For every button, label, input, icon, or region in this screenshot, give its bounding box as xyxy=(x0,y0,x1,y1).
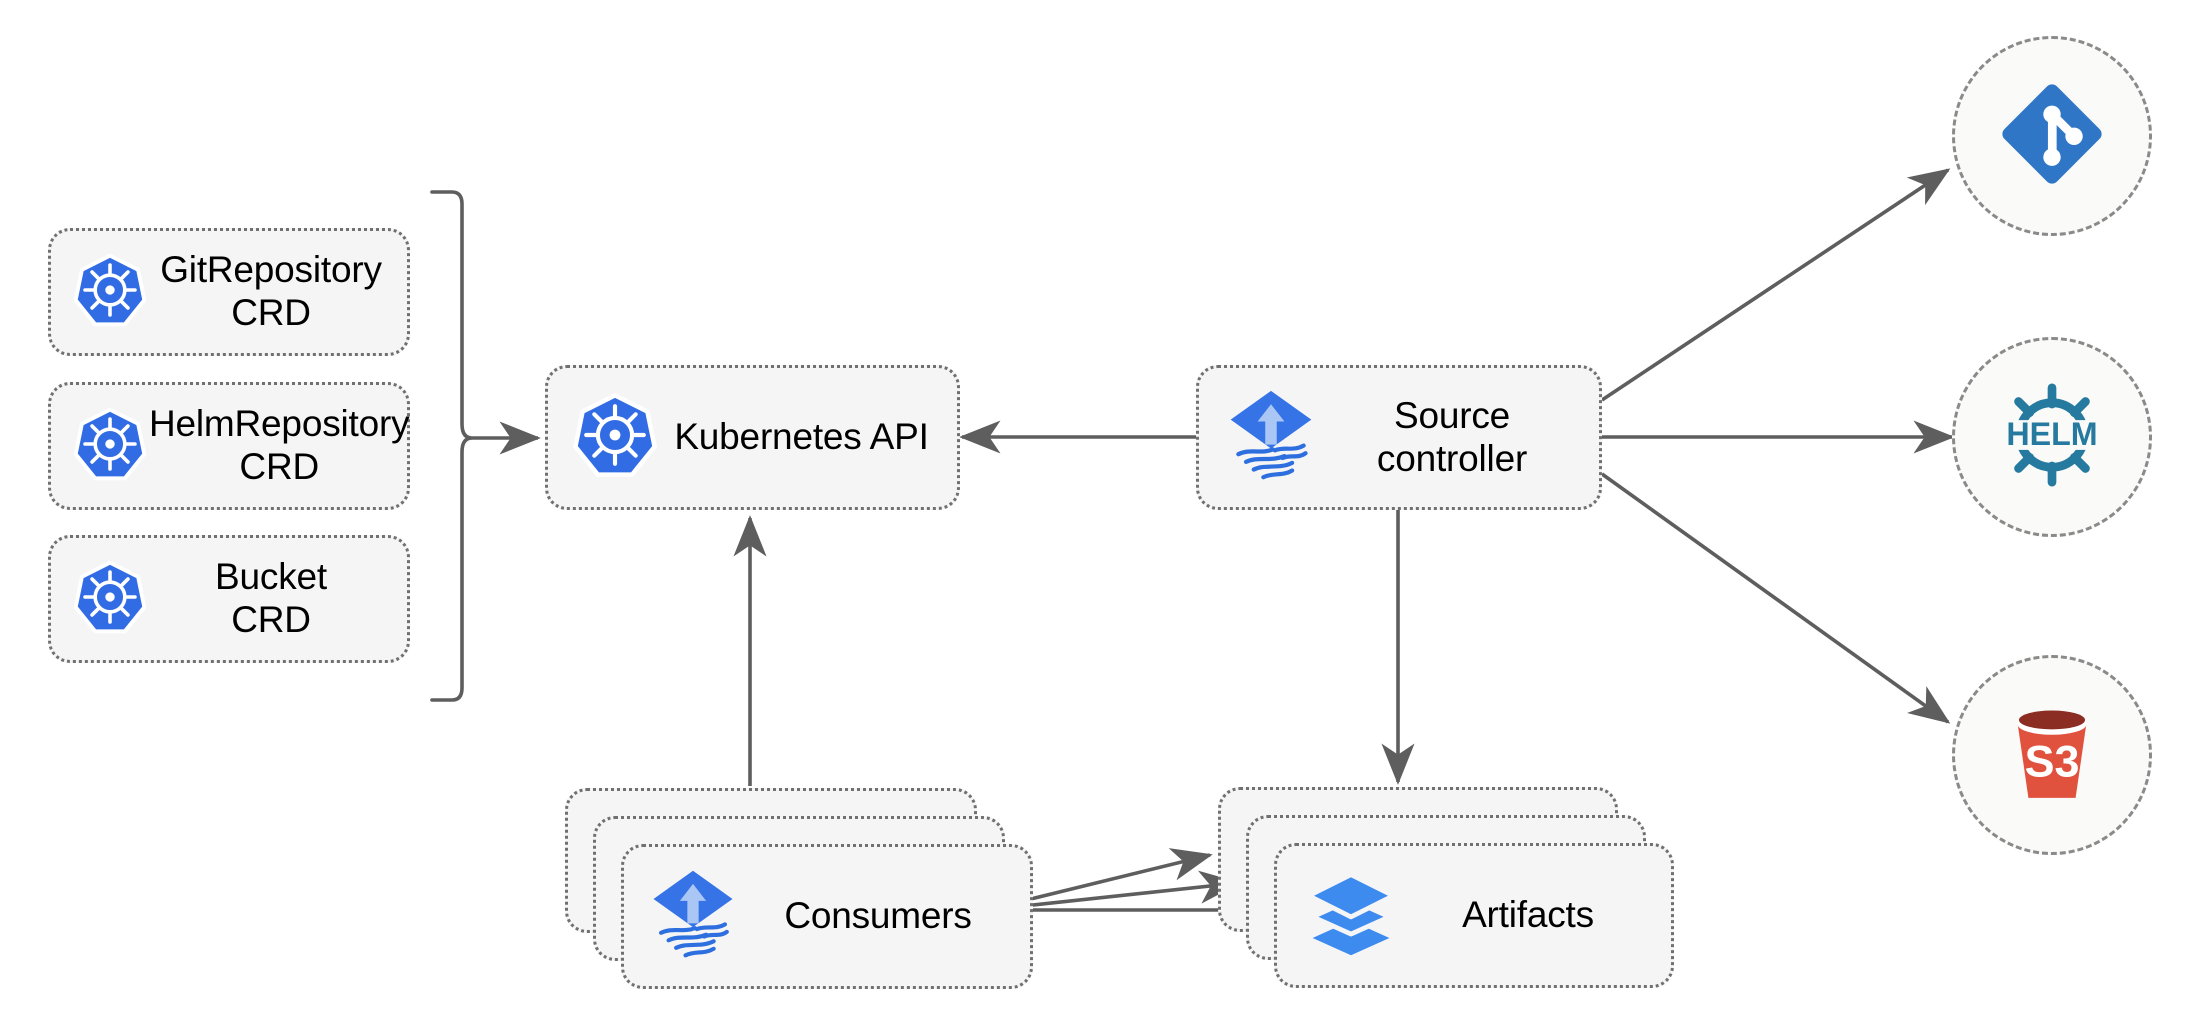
kubernetes-api-label: Kubernetes API xyxy=(674,416,929,458)
gitrepository-crd-node[interactable]: GitRepository CRD xyxy=(48,228,410,356)
helm-icon: HELM xyxy=(1990,373,2114,502)
artifacts-node[interactable]: Artifacts xyxy=(1274,843,1674,988)
helm-source-circle[interactable]: HELM xyxy=(1952,337,2152,537)
consumers-node[interactable]: Consumers xyxy=(621,844,1033,989)
gitrepository-crd-label: GitRepository CRD xyxy=(160,249,382,333)
edge-source-controller-to-git xyxy=(1601,168,1951,402)
svg-text:S3: S3 xyxy=(2025,735,2080,786)
crd-group-bracket xyxy=(430,190,473,702)
kubernetes-icon xyxy=(51,251,149,334)
kubernetes-icon xyxy=(548,390,660,485)
git-source-circle[interactable] xyxy=(1952,36,2152,236)
s3-source-circle[interactable]: S3 xyxy=(1952,655,2152,855)
kubernetes-icon xyxy=(51,405,149,488)
bucket-crd-node[interactable]: Bucket CRD xyxy=(48,535,410,663)
helmrepository-crd-node[interactable]: HelmRepository CRD xyxy=(48,382,410,510)
consumers-label: Consumers xyxy=(784,895,972,937)
layers-icon xyxy=(1277,865,1399,966)
kubernetes-api-node[interactable]: Kubernetes API xyxy=(545,365,960,510)
flux-icon xyxy=(1199,385,1319,490)
source-controller-label: Source controller xyxy=(1376,394,1528,479)
kubernetes-icon xyxy=(51,558,149,641)
s3-icon: S3 xyxy=(1993,694,2111,817)
artifacts-label: Artifacts xyxy=(1462,894,1594,936)
bucket-crd-label: Bucket CRD xyxy=(215,556,327,640)
helmrepository-crd-label: HelmRepository CRD xyxy=(149,403,410,487)
edge-source-controller-to-s3 xyxy=(1600,472,1951,724)
svg-text:HELM: HELM xyxy=(2006,415,2097,451)
flux-icon xyxy=(624,865,740,968)
source-controller-node[interactable]: Source controller xyxy=(1196,365,1602,510)
git-icon xyxy=(1994,76,2110,197)
